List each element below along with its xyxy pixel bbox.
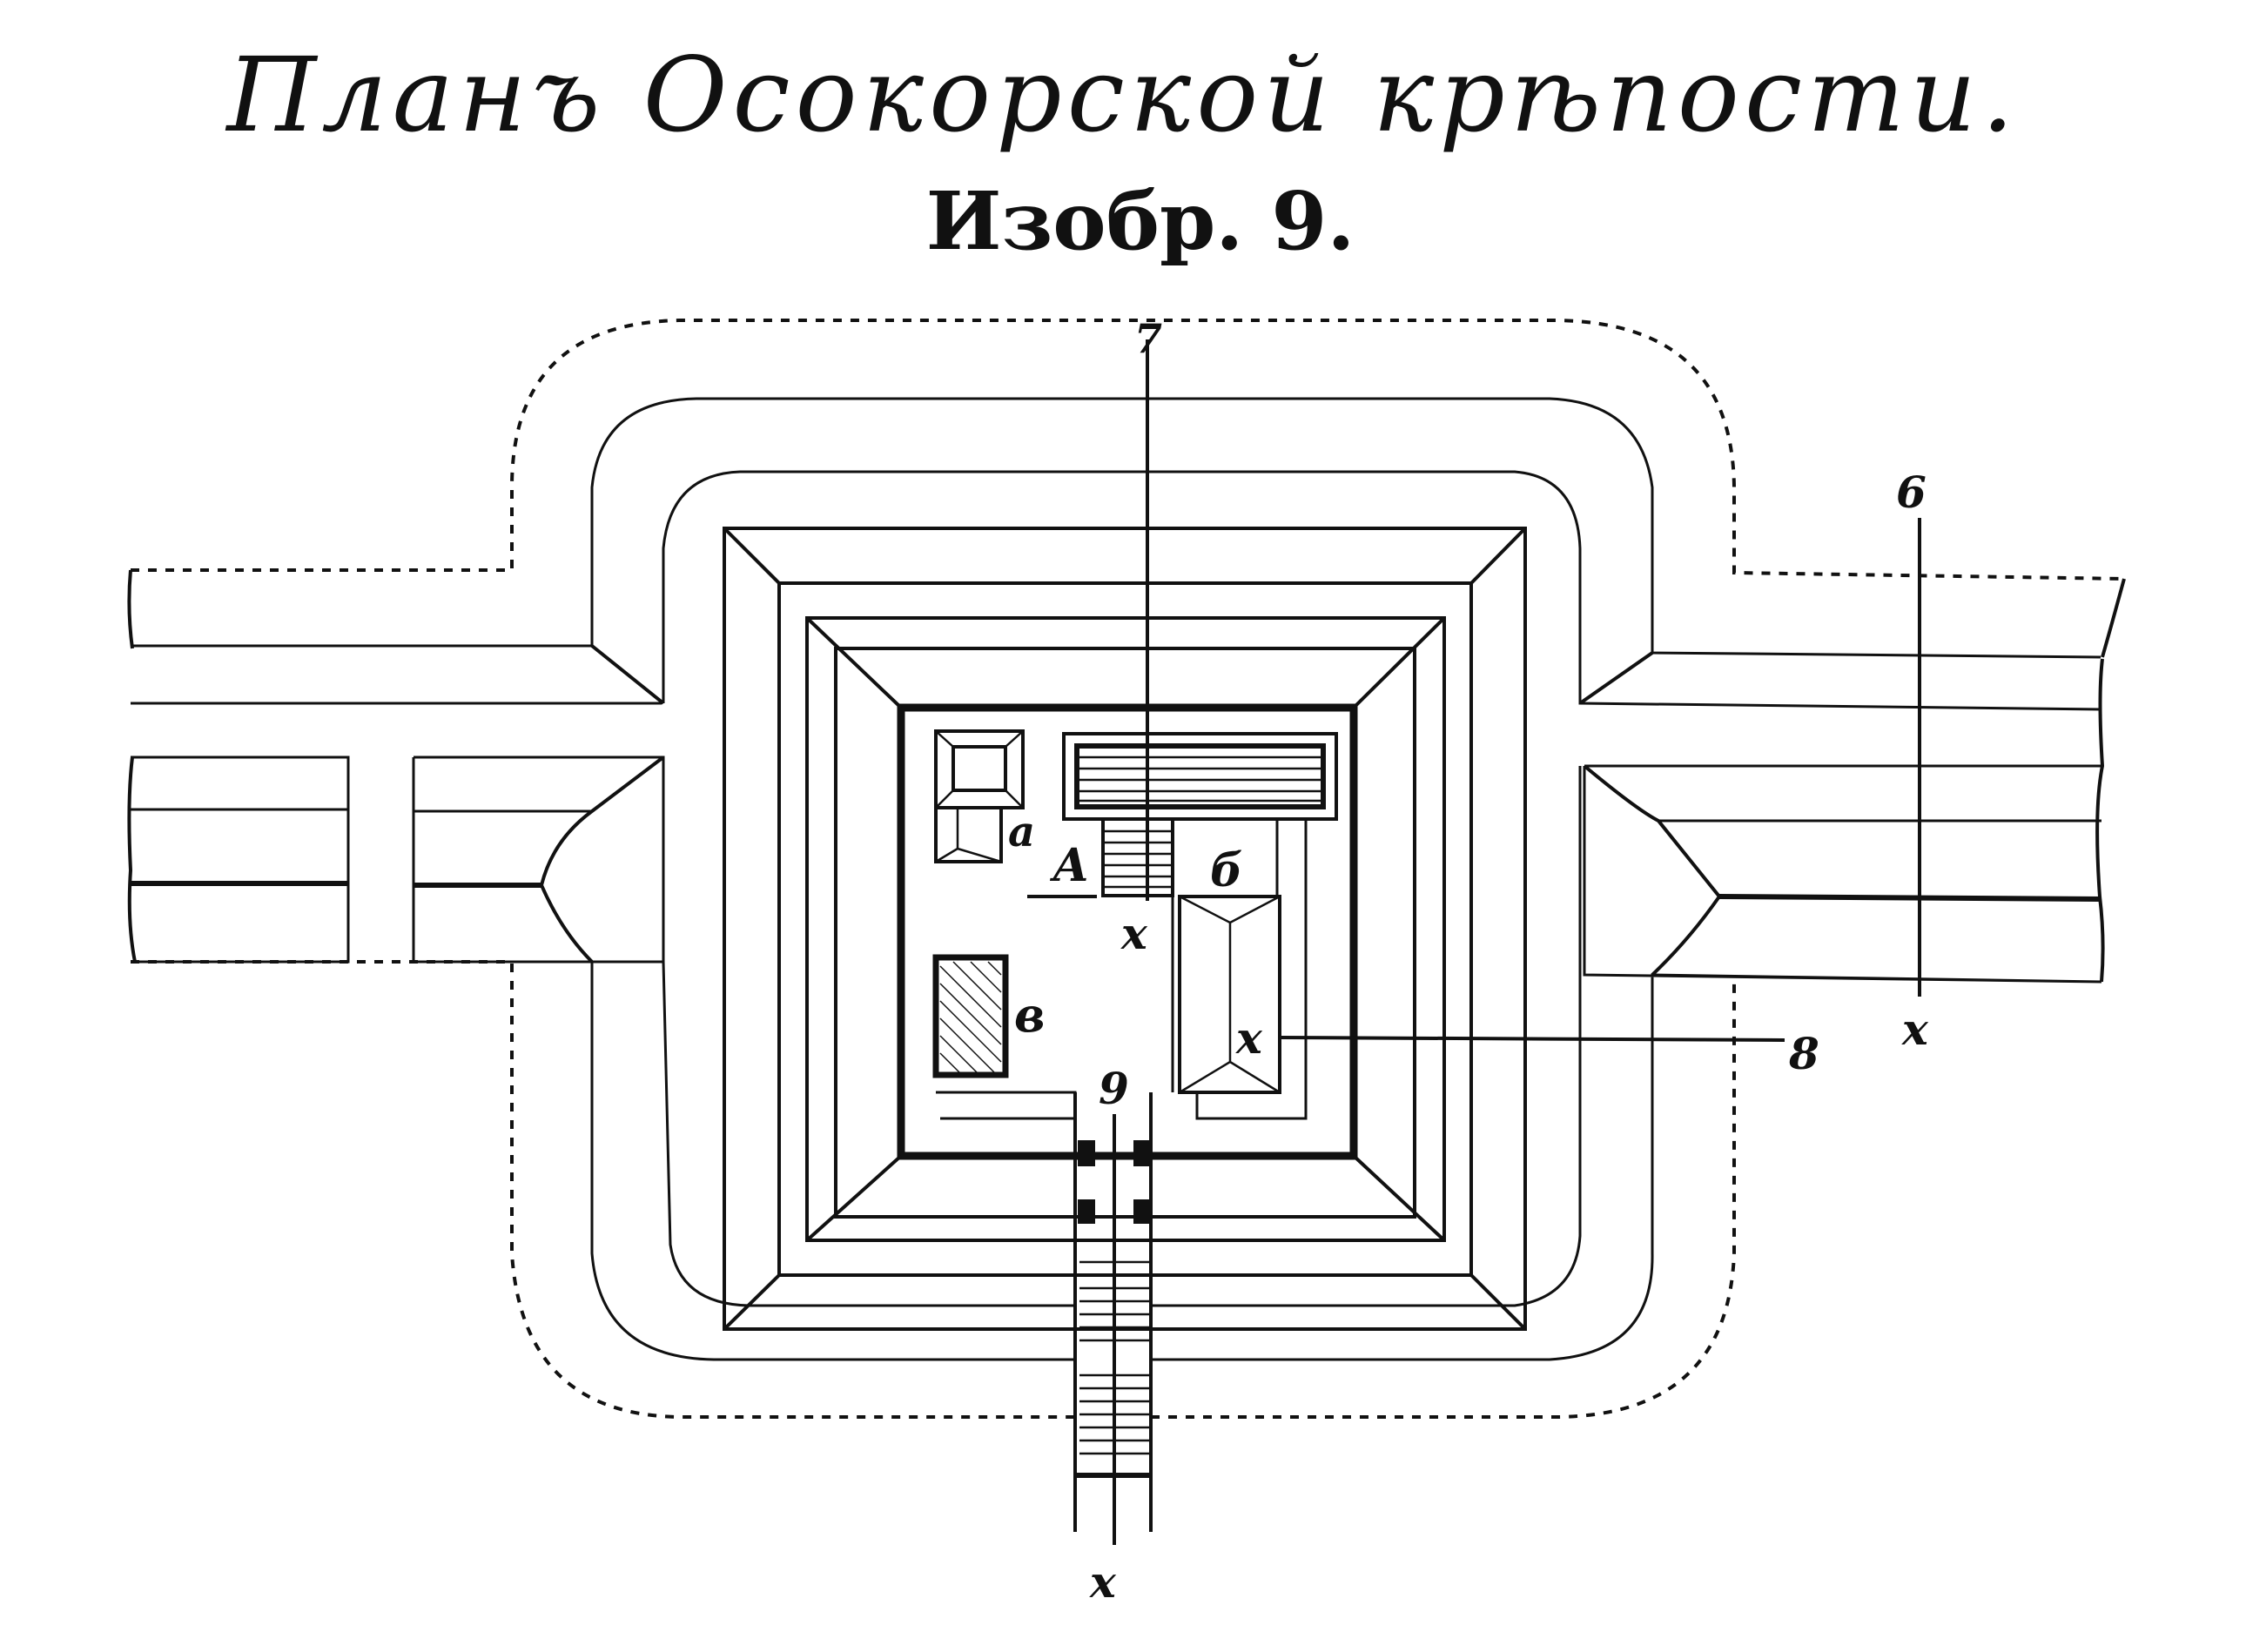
right-causeway xyxy=(1584,764,2101,823)
rampart-corner-diagonals xyxy=(723,527,1527,1331)
right-causeway-center xyxy=(1718,894,2102,902)
building-label-v: в xyxy=(1014,987,1045,1043)
point-label-a-capital: A xyxy=(1049,839,1088,892)
rampart-square-4 xyxy=(834,647,1416,1219)
building-label-b: б xyxy=(1210,844,1243,897)
barracks xyxy=(1062,732,1338,821)
stair-a xyxy=(1027,817,1174,898)
figure-number: Изобр. 9. xyxy=(925,174,1355,268)
building-a xyxy=(934,729,1025,863)
x-marker-south: x xyxy=(1089,1556,1117,1608)
left-ravelin xyxy=(539,644,665,964)
x-marker-north: x xyxy=(1120,908,1148,959)
left-causeway-center xyxy=(131,881,541,888)
building-v xyxy=(932,954,1077,1156)
right-break-edge xyxy=(2095,578,2126,983)
right-ravelin xyxy=(1578,651,1722,977)
section-line-8 xyxy=(1279,1036,1785,1042)
section-label-9: 9 xyxy=(1099,1063,1129,1114)
building-b xyxy=(1171,819,1308,1120)
outer-ditch-boundary xyxy=(131,319,2125,1419)
x-marker-east-building: x xyxy=(1235,1012,1263,1064)
section-label-7: 7 xyxy=(1134,315,1162,362)
left-causeway xyxy=(131,808,592,813)
gate-post xyxy=(1078,1199,1095,1224)
gate-post xyxy=(1078,1140,1095,1166)
plan-title: Планъ Осокорской крѣпости. xyxy=(226,35,2020,155)
gate-post xyxy=(1133,1140,1151,1166)
left-break-edge xyxy=(127,569,137,963)
rampart-square-3 xyxy=(805,616,1446,1242)
rampart-outer-ring xyxy=(662,470,2102,1307)
building-label-a: a xyxy=(1008,808,1035,856)
section-label-6: 6 xyxy=(1896,467,1927,518)
x-marker-section-6: x xyxy=(1901,1004,1929,1055)
section-label-8: 8 xyxy=(1788,1028,1819,1079)
rampart-square-1 xyxy=(723,527,1527,1331)
inner-wall xyxy=(897,703,1358,1160)
gate-post xyxy=(1133,1199,1151,1224)
